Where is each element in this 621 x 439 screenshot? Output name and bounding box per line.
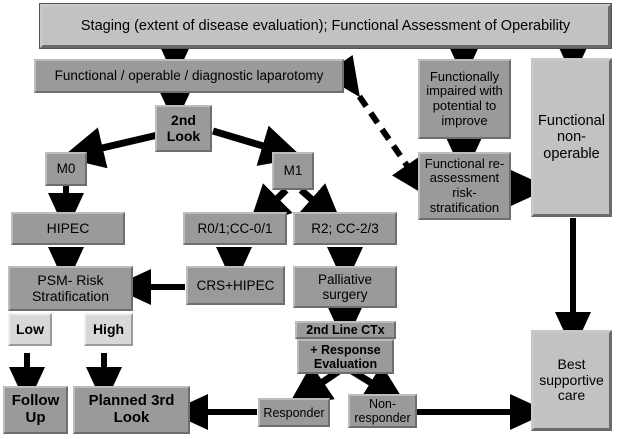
node-laparotomy[interactable]: Functional / operable / diagnostic lapar… [34,59,344,93]
node-follow-up[interactable]: Follow Up [3,386,68,434]
node-best-supportive-care[interactable]: Best supportive care [531,330,612,431]
node-staging[interactable]: Staging (extent of disease evaluation); … [39,3,612,49]
node-high[interactable]: High [84,313,133,346]
node-functional-non-operable[interactable]: Functional non- operable [531,58,612,217]
node-second-look[interactable]: 2nd Look [155,105,212,152]
node-crs-hipec[interactable]: CRS+HIPEC [186,266,285,305]
node-m1[interactable]: M1 [272,152,314,190]
node-non-responder[interactable]: Non- responder [348,394,417,428]
node-r2-cc23[interactable]: R2; CC-2/3 [293,212,397,245]
node-psm-risk-stratification[interactable]: PSM- Risk Stratification [8,266,133,311]
node-r01-cc01[interactable]: R0/1;CC-0/1 [183,212,287,245]
node-hipec[interactable]: HIPEC [11,212,125,245]
node-planned-3rd-look[interactable]: Planned 3rd Look [73,386,190,434]
node-palliative-surgery[interactable]: Palliative surgery [293,266,397,308]
node-m0[interactable]: M0 [45,152,87,186]
node-response-evaluation[interactable]: + Response Evaluation [297,339,394,374]
node-low[interactable]: Low [8,313,52,346]
node-functionally-impaired[interactable]: Functionally impaired with potential to … [418,59,511,139]
node-responder[interactable]: Responder [258,398,330,427]
node-2nd-line-ctx-header[interactable]: 2nd Line CTx [295,321,396,339]
node-functional-reassessment[interactable]: Functional re- assessment risk- stratifi… [418,152,511,220]
